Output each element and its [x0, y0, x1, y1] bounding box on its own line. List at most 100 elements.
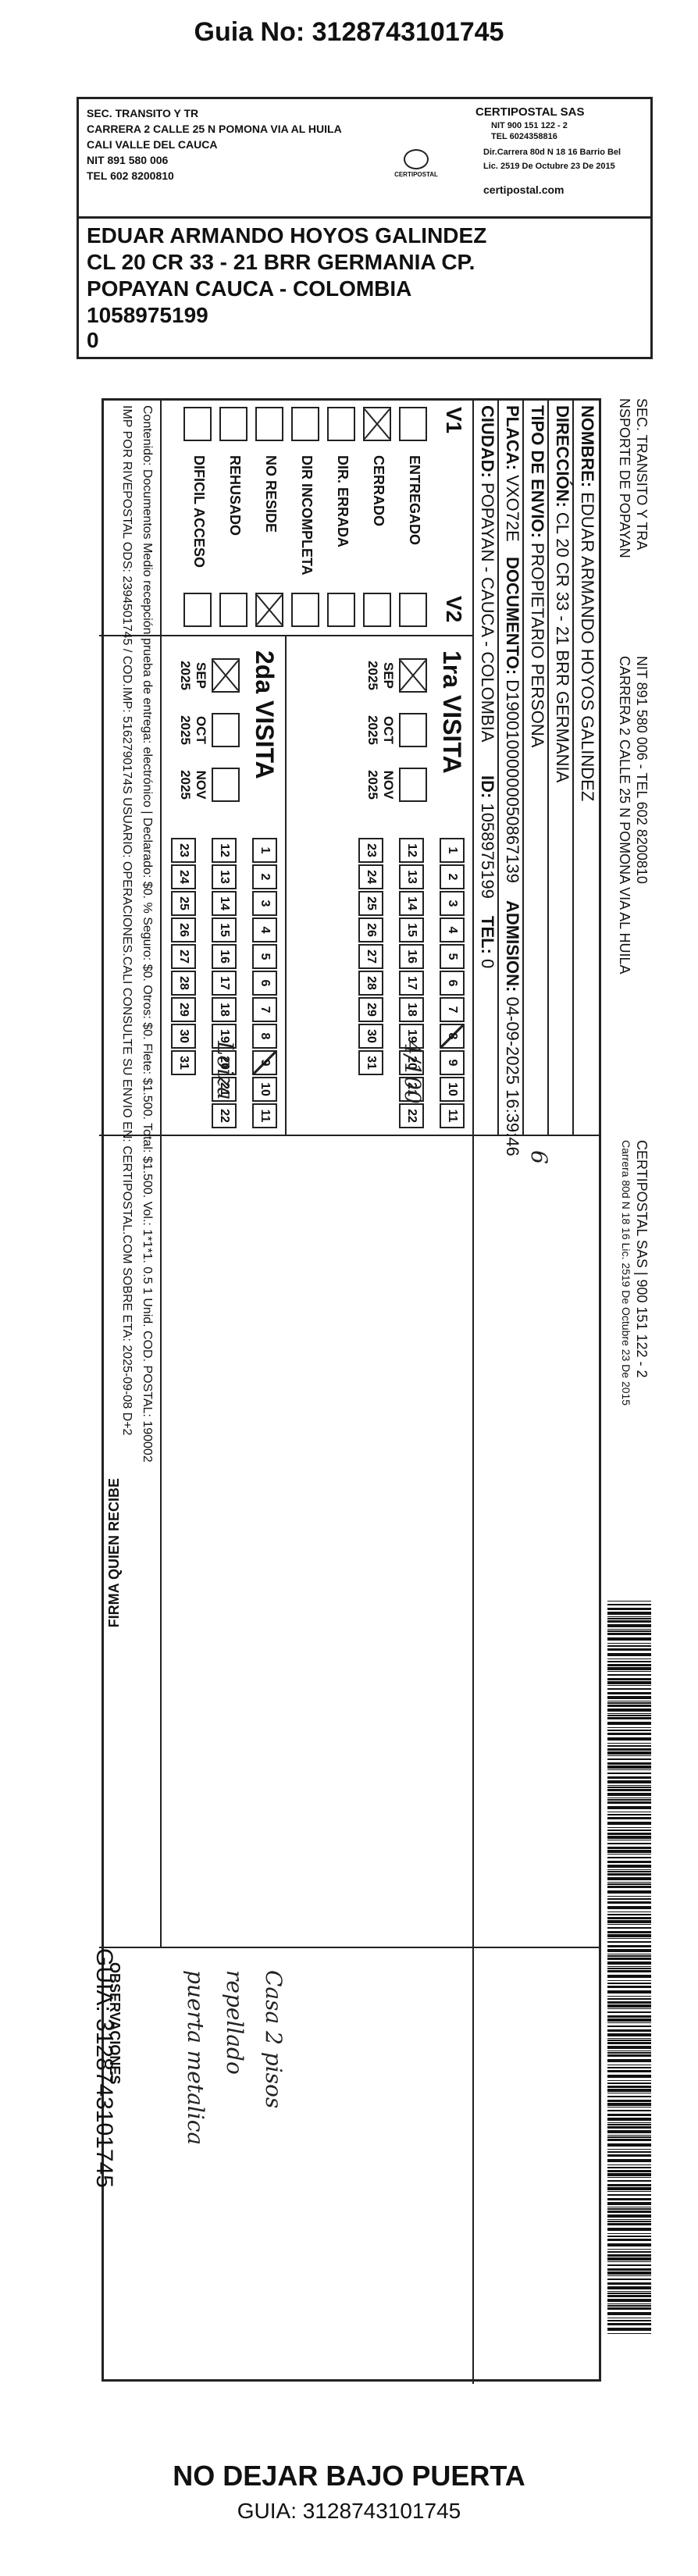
day-cell[interactable]: 5 [440, 944, 465, 969]
documento-field: DOCUMENTO: D19001000000050867139 [503, 557, 522, 883]
day-cell[interactable]: 1 [252, 838, 277, 863]
v1-checkbox[interactable] [219, 407, 248, 441]
month-checkbox[interactable] [212, 768, 240, 802]
reason-label: REHUSADO [227, 455, 243, 536]
day-cell[interactable]: 29 [171, 997, 196, 1022]
month-label: OCT 2025 [365, 715, 396, 745]
month-checkbox[interactable] [212, 713, 240, 747]
day-cell[interactable]: 27 [358, 944, 383, 969]
nombre-value: EDUAR ARMANDO HOYOS GALINDEZ [578, 492, 597, 802]
recipient-extra: 0 [87, 328, 99, 352]
day-cell[interactable]: 9 [252, 1050, 277, 1075]
day-cell[interactable]: 8 [252, 1024, 277, 1049]
month-checkbox[interactable] [399, 768, 427, 802]
v2-checkbox[interactable] [363, 593, 391, 627]
day-cell[interactable]: 31 [171, 1050, 196, 1075]
day-cell[interactable]: 16 [212, 944, 237, 969]
rot-company-address: Carrera 80d N 18 16 Lic. 2519 De Octubre… [620, 1140, 632, 1406]
day-cell[interactable]: 27 [171, 944, 196, 969]
day-cell[interactable]: 13 [399, 864, 424, 889]
day-cell[interactable]: 15 [399, 917, 424, 942]
day-cell[interactable]: 14 [212, 891, 237, 916]
handwritten-mark: 6 [526, 1150, 552, 1164]
day-cell[interactable]: 1 [440, 838, 465, 863]
day-cell[interactable]: 26 [358, 917, 383, 942]
v2-checkbox[interactable] [255, 593, 283, 627]
v2-checkbox[interactable] [327, 593, 355, 627]
day-cell[interactable]: 7 [252, 997, 277, 1022]
day-cell[interactable]: 13 [212, 864, 237, 889]
reason-label: NO RESIDE [263, 455, 279, 533]
v1-checkbox[interactable] [183, 407, 212, 441]
day-cell[interactable]: 29 [358, 997, 383, 1022]
v1-checkbox[interactable] [255, 407, 283, 441]
month-checkbox[interactable] [399, 658, 427, 693]
placa-field: PLACA: VXO72E [503, 405, 522, 542]
day-cell[interactable]: 28 [171, 971, 196, 996]
month-checkbox[interactable] [399, 713, 427, 747]
day-cell[interactable]: 23 [358, 838, 383, 863]
sender-line: CARRERA 2 CALLE 25 N POMONA VIA AL HUILA [87, 123, 342, 135]
day-cell[interactable]: 5 [252, 944, 277, 969]
day-cell[interactable]: 10 [440, 1077, 465, 1102]
day-cell[interactable]: 4 [252, 917, 277, 942]
company-address: Dir.Carrera 80d N 18 16 Barrio Bel [483, 148, 621, 157]
day-cell[interactable]: 2 [252, 864, 277, 889]
page-title: Guia No: 3128743101745 [194, 17, 504, 47]
day-cell[interactable]: 10 [252, 1077, 277, 1102]
v1-checkbox[interactable] [291, 407, 319, 441]
rot-company-line: CERTIPOSTAL SAS | 900 151 122 - 2 [634, 1140, 650, 1378]
day-cell[interactable]: 14 [399, 891, 424, 916]
day-cell[interactable]: 28 [358, 971, 383, 996]
day-cell[interactable]: 24 [358, 864, 383, 889]
day-cell[interactable]: 25 [358, 891, 383, 916]
v1-checkbox[interactable] [327, 407, 355, 441]
day-cell[interactable]: 17 [399, 971, 424, 996]
day-cell[interactable]: 15 [212, 917, 237, 942]
v2-checkbox[interactable] [183, 593, 212, 627]
sender-info: SEC. TRANSITO Y TR CARRERA 2 CALLE 25 N … [87, 105, 383, 183]
day-cell[interactable]: 24 [171, 864, 196, 889]
sender-line: TEL 602 8200810 [87, 169, 174, 182]
reason-label: DIR INCOMPLETA [299, 455, 315, 575]
day-cell[interactable]: 30 [358, 1024, 383, 1049]
handwritten-visit1: 4/100 [400, 1041, 426, 1104]
day-cell[interactable]: 16 [399, 944, 424, 969]
day-cell[interactable]: 22 [212, 1103, 237, 1128]
v2-checkbox[interactable] [219, 593, 248, 627]
day-cell[interactable]: 3 [440, 891, 465, 916]
day-cell[interactable]: 12 [212, 838, 237, 863]
day-cell[interactable]: 4 [440, 917, 465, 942]
v1-checkbox[interactable] [363, 407, 391, 441]
v2-checkbox[interactable] [399, 593, 427, 627]
day-cell[interactable]: 23 [171, 838, 196, 863]
day-cell[interactable]: 7 [440, 997, 465, 1022]
day-cell[interactable]: 11 [252, 1103, 277, 1128]
day-cell[interactable]: 22 [399, 1103, 424, 1128]
admision-value: 04-09-2025 16:39:46 [503, 996, 522, 1156]
sender-line: NIT 891 580 006 [87, 154, 169, 166]
day-cell[interactable]: 3 [252, 891, 277, 916]
v2-checkbox[interactable] [291, 593, 319, 627]
day-cell[interactable]: 11 [440, 1103, 465, 1128]
day-cell[interactable]: 8 [440, 1024, 465, 1049]
day-cell[interactable]: 31 [358, 1050, 383, 1075]
recipient-address: CL 20 CR 33 - 21 BRR GERMANIA CP. [87, 250, 475, 274]
day-cell[interactable]: 30 [171, 1024, 196, 1049]
day-cell[interactable]: 6 [440, 971, 465, 996]
day-cell[interactable]: 25 [171, 891, 196, 916]
day-cell[interactable]: 9 [440, 1050, 465, 1075]
day-cell[interactable]: 12 [399, 838, 424, 863]
month-checkbox[interactable] [212, 658, 240, 693]
day-cell[interactable]: 2 [440, 864, 465, 889]
day-cell[interactable]: 17 [212, 971, 237, 996]
reason-label: DIR. ERRADA [335, 455, 351, 548]
v1-checkbox[interactable] [399, 407, 427, 441]
day-cell[interactable]: 26 [171, 917, 196, 942]
reason-label: CERRADO [371, 455, 386, 527]
tel-value: 0 [478, 959, 497, 969]
day-cell[interactable]: 18 [212, 997, 237, 1022]
day-cell[interactable]: 18 [399, 997, 424, 1022]
day-cell[interactable]: 6 [252, 971, 277, 996]
recipient-name: EDUAR ARMANDO HOYOS GALINDEZ [87, 223, 487, 248]
